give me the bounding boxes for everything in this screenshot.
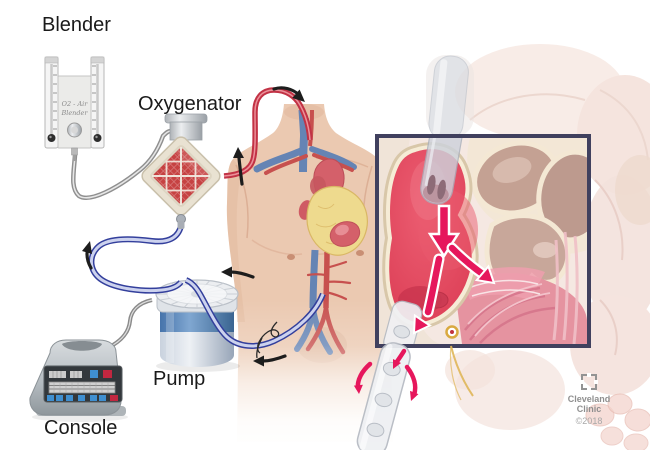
black-flow-arrow-groin <box>253 354 287 367</box>
blender-label: Blender <box>42 14 111 36</box>
svc-cannula <box>428 55 469 141</box>
console-device <box>29 339 128 422</box>
console-label: Console <box>44 417 117 439</box>
blender-panel-line1: O2 - Air <box>62 100 89 108</box>
suture-knot-icon <box>256 321 280 359</box>
oxygenator-label: Oxygenator <box>138 93 242 115</box>
blood-flow-arrow-tricuspid <box>446 242 496 285</box>
console-handle <box>62 341 102 351</box>
credit-org-line1: Cleveland <box>568 394 611 404</box>
black-flow-arrow-venous-up <box>82 241 93 270</box>
console-buttons[interactable] <box>47 370 118 401</box>
inset-heart-view <box>379 138 587 344</box>
nipple-right <box>356 250 364 256</box>
credit-org-line2: Clinic <box>577 404 602 414</box>
faded-vessel-cluster <box>585 393 650 450</box>
gas-line-tube <box>71 128 172 200</box>
venous-tube-patient-to-pump <box>184 277 326 349</box>
heart-illustration <box>298 158 368 256</box>
credit-copyright: ©2018 <box>576 416 603 426</box>
inset-box <box>375 134 591 348</box>
cleveland-clinic-logo-icon <box>580 373 598 391</box>
black-flow-arrow-into-pump <box>221 266 255 279</box>
console-cable <box>111 298 153 347</box>
blender-device: O2 - Air Blender <box>44 56 105 161</box>
black-flow-arrow-arterial-top <box>272 86 305 102</box>
black-flow-arrows <box>82 86 305 367</box>
chordae-strand <box>450 345 474 397</box>
oxygenator-device <box>141 113 221 229</box>
blood-flow-arrow-catheter-right <box>404 364 419 401</box>
ivc-drainage-catheter <box>356 342 411 450</box>
credit-block: Cleveland Clinic ©2018 <box>568 373 611 426</box>
nipple-left <box>287 254 295 260</box>
arterial-tube <box>223 87 313 179</box>
console-display <box>48 371 116 394</box>
pump-label: Pump <box>153 368 205 390</box>
inset-svc-cannula-tip <box>420 138 463 205</box>
blood-flow-arrow-ivc <box>412 253 445 335</box>
black-flow-arrow-arterial-up <box>233 147 244 186</box>
blood-flow-arrow-catheter-left <box>353 361 373 394</box>
venous-tube-pump-to-oxygenator <box>88 225 184 294</box>
flowmeter-ticks <box>53 65 96 130</box>
blood-flow-arrow-catheter-top <box>393 348 407 369</box>
blender-panel-line2: Blender <box>60 109 88 117</box>
